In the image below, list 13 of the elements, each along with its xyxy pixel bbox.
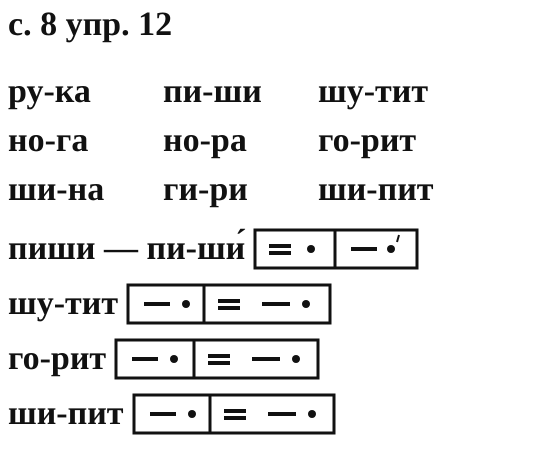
syllable-word: го-рит [8, 342, 106, 376]
syllable-word: но-га [8, 124, 88, 158]
syllable-word: шу-тит [318, 75, 428, 109]
syllable-word: пи-ши [163, 75, 262, 109]
syllable-word: ги-ри [163, 173, 248, 207]
syllable-word: ши-пит [318, 173, 434, 207]
syllable-word: го-рит [318, 124, 416, 158]
syllable-word: шу-тит [8, 287, 118, 321]
exercise-heading: с. 8 упр. 12 [8, 8, 172, 42]
syllable-word: но-ра [163, 124, 247, 158]
syllable-word: ши-на [8, 173, 104, 207]
syllable-word: ши-пит [8, 397, 124, 431]
syllable-word: ру-ка [8, 75, 91, 109]
